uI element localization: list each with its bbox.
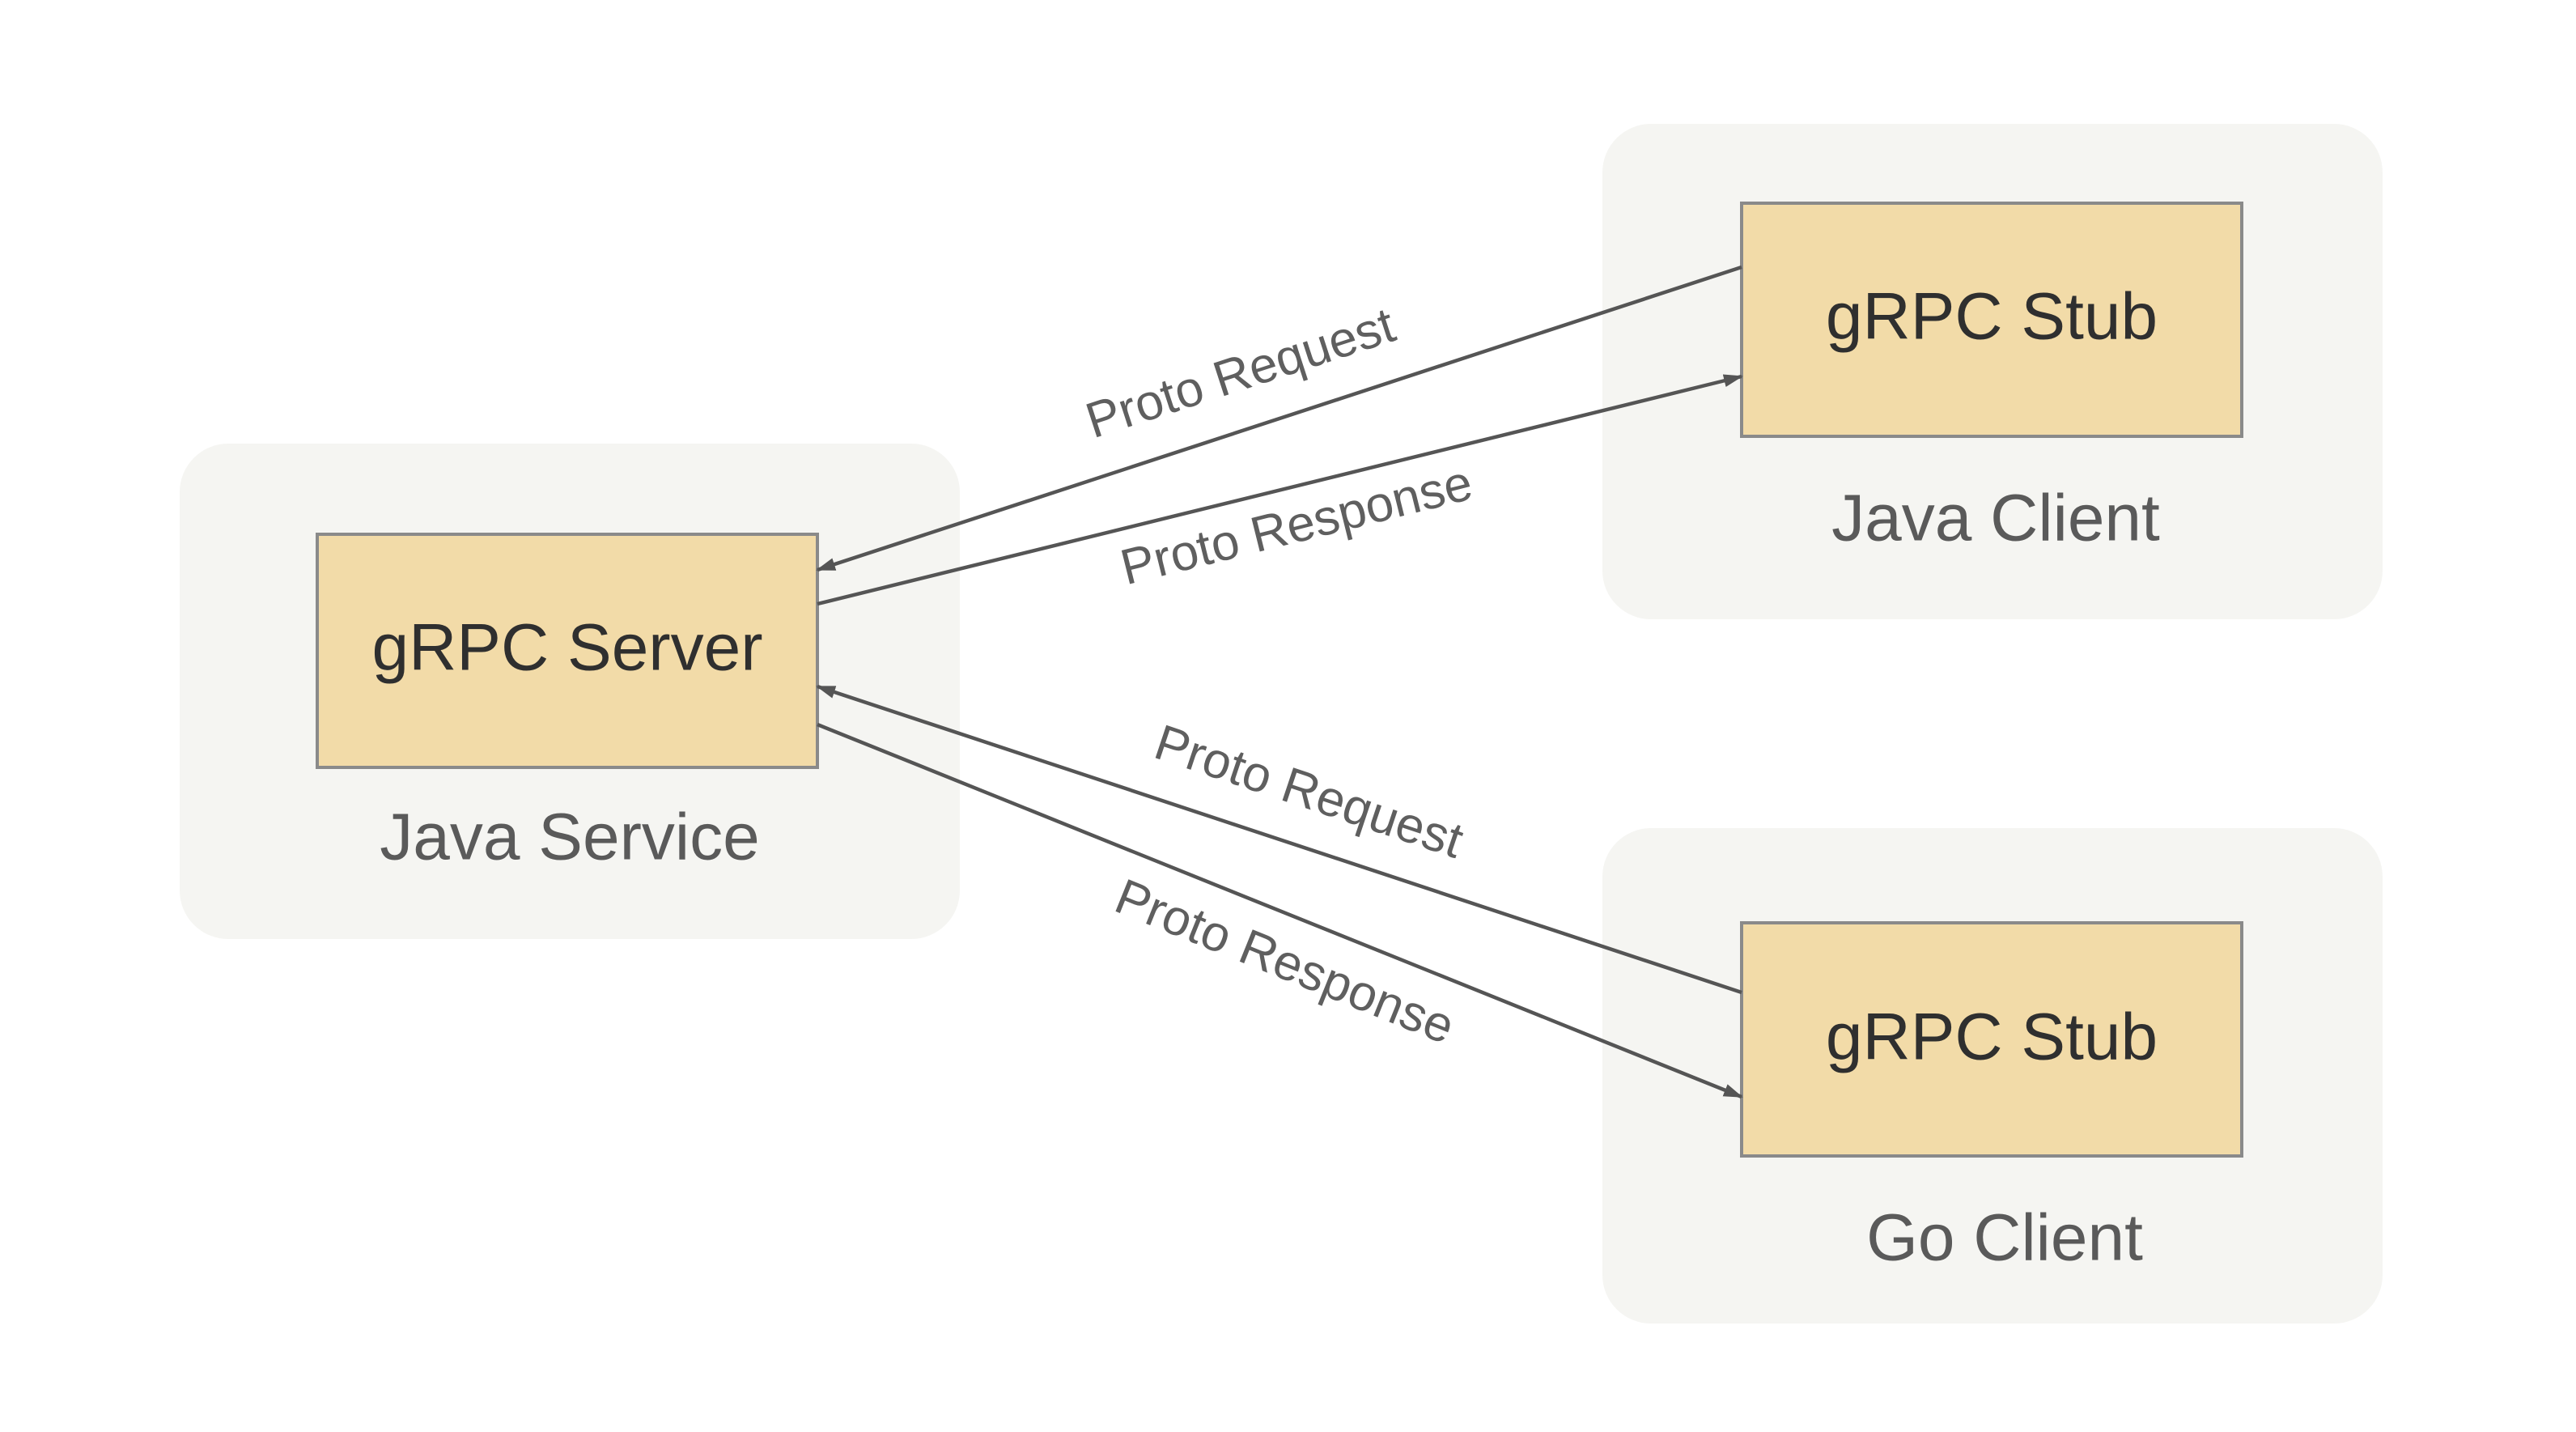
- go-client-group-label: Go Client: [1866, 1201, 2143, 1275]
- go-client-stub-box: [1740, 921, 2243, 1158]
- java-client-stub-box: [1740, 202, 2243, 438]
- java-response-label: Proto Response: [1115, 455, 1478, 597]
- go-request-label: Proto Request: [1148, 714, 1470, 869]
- java-request-arrow: [816, 265, 1742, 572]
- go-response-arrow: [817, 722, 1743, 1099]
- go-client-stub-label: gRPC Stub: [1826, 1001, 2158, 1074]
- grpc-server-label: gRPC Server: [371, 611, 762, 685]
- java-service-group-label: Java Service: [380, 801, 759, 874]
- java-response-arrow: [817, 374, 1743, 606]
- java-request-label: Proto Request: [1080, 297, 1402, 449]
- grpc-server-box: [316, 533, 819, 769]
- java-client-group-label: Java Client: [1831, 482, 2160, 555]
- go-request-arrow: [816, 684, 1742, 995]
- java-client-stub-label: gRPC Stub: [1826, 280, 2158, 354]
